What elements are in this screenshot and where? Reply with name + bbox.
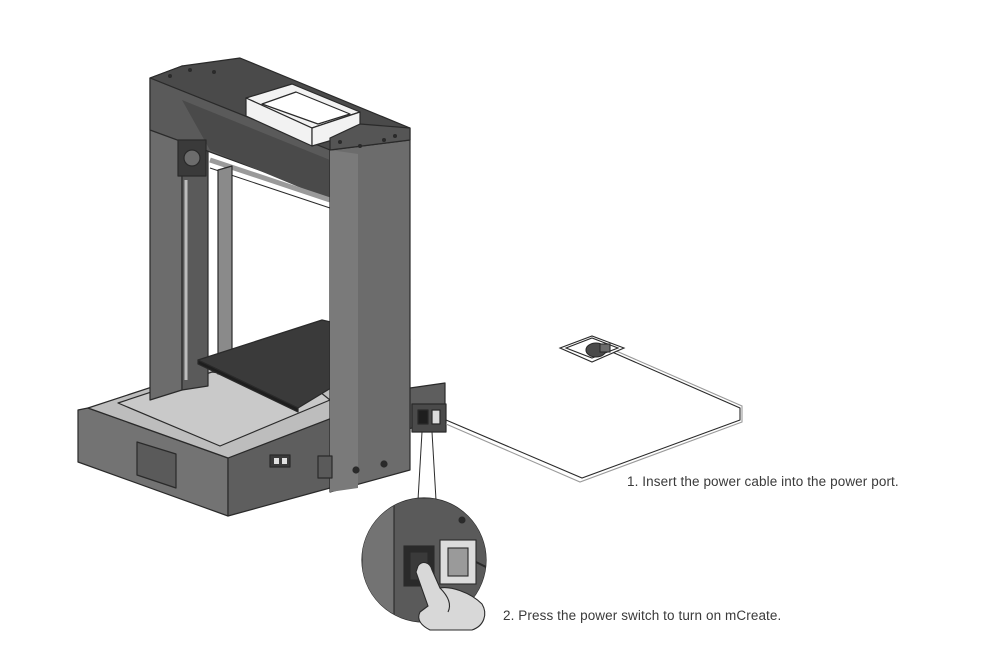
power-port-panel [411,403,447,433]
hand-pointer-icon [415,561,486,631]
spool-holder [245,83,361,147]
step-2-instruction: 2. Press the power switch to turn on mCr… [503,608,782,623]
power-cable [445,349,743,483]
step-1-instruction: 1. Insert the power cable into the power… [627,474,899,489]
3d-printer-illustration [77,57,447,517]
power-plug-icon [558,335,626,363]
callout-lines [417,431,437,501]
printer-screen [136,441,177,489]
